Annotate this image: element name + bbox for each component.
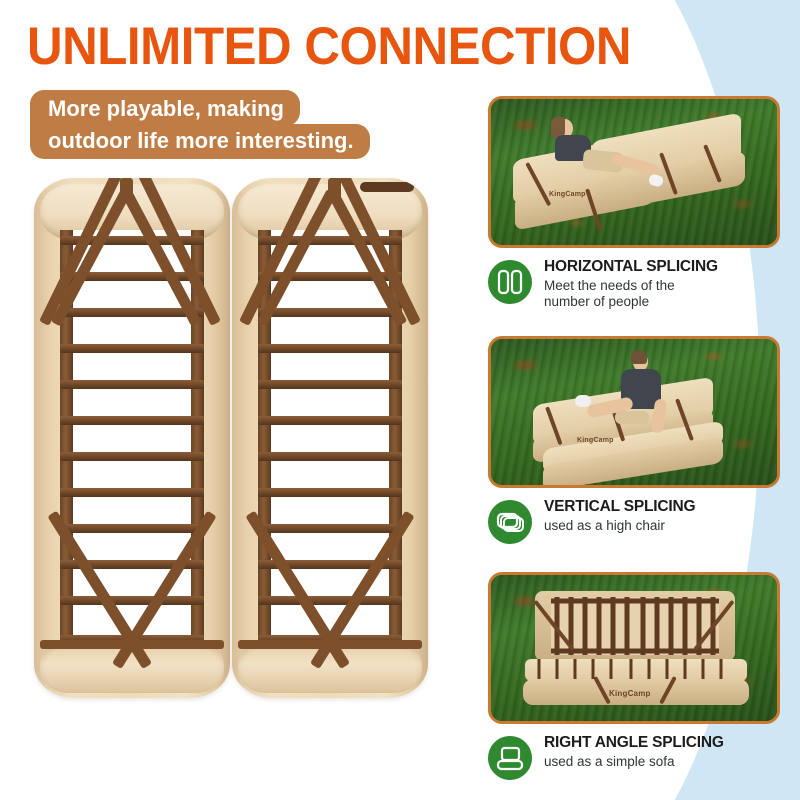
feature-photo-vertical: KingCamp: [488, 336, 780, 488]
feature-text: RIGHT ANGLE SPLICING used as a simple so…: [544, 734, 724, 770]
feature-subtitle-line-1: Meet the needs of the: [544, 277, 675, 293]
feature-photo-right-angle: KingCamp: [488, 572, 780, 724]
subtitle-line-1: More playable, making: [30, 90, 300, 126]
brand-logo: KingCamp: [549, 191, 586, 198]
person-hair: [551, 117, 565, 139]
feature-title: VERTICAL SPLICING: [544, 498, 696, 515]
bed-strap-horizontal: [40, 640, 224, 649]
bed-slat: [258, 308, 402, 317]
bed-slat: [60, 596, 204, 605]
subtitle-line-2: outdoor life more interesting.: [30, 123, 370, 160]
feature-photo-horizontal: KingCamp: [488, 96, 780, 248]
bed-slat: [60, 560, 204, 569]
main-product-image: [18, 178, 438, 738]
bed-slat: [60, 380, 204, 389]
person-shorts: [615, 411, 649, 424]
bed-slat: [60, 272, 204, 281]
bed-slat: [258, 488, 402, 497]
sofa-base: [523, 679, 749, 705]
sofa-backrest-slats: [551, 597, 719, 655]
bed-slat: [258, 596, 402, 605]
brand-logo: KingCamp: [609, 689, 651, 698]
bed-slat: [60, 488, 204, 497]
sofa-seat-rails: [531, 659, 741, 681]
feature-title: HORIZONTAL SPLICING: [544, 258, 718, 275]
feature-text: VERTICAL SPLICING used as a high chair: [544, 498, 696, 534]
feature-title: RIGHT ANGLE SPLICING: [544, 734, 724, 751]
bed-slat: [60, 308, 204, 317]
bed-slat: [258, 416, 402, 425]
product-bed-right: [232, 178, 428, 698]
two-beds-side-by-side-icon: [488, 260, 532, 304]
person-sock: [575, 395, 591, 407]
bed-strap-horizontal: [238, 640, 422, 649]
bed-carry-handle: [360, 182, 414, 192]
feature-caption: RIGHT ANGLE SPLICING used as a simple so…: [488, 734, 784, 780]
bed-slat: [258, 344, 402, 353]
brand-logo: KingCamp: [577, 437, 614, 444]
feature-subtitle-line-2: number of people: [544, 294, 650, 310]
feature-caption: VERTICAL SPLICING used as a high chair: [488, 498, 784, 544]
bed-slat: [60, 236, 204, 245]
feature-vertical-splicing: KingCamp VERTICAL SPLICING used as a hig…: [488, 336, 784, 544]
bed-slat: [60, 416, 204, 425]
feature-horizontal-splicing: KingCamp HORIZONTAL SPLICING Meet the ne…: [488, 96, 784, 311]
bed-slat: [258, 272, 402, 281]
feature-subtitle-line-1: used as a simple sofa: [544, 753, 675, 769]
subtitle-badge: More playable, making outdoor life more …: [30, 90, 430, 160]
feature-subtitle-line-1: used as a high chair: [544, 517, 665, 533]
page-title: UNLIMITED CONNECTION: [27, 17, 632, 76]
bed-slat: [258, 380, 402, 389]
feature-text: HORIZONTAL SPLICING Meet the needs of th…: [544, 258, 718, 311]
bed-slat: [258, 452, 402, 461]
bed-slat: [60, 452, 204, 461]
bed-slat: [258, 236, 402, 245]
sofa-icon: [488, 736, 532, 780]
person-hair: [631, 350, 647, 364]
features-column: KingCamp HORIZONTAL SPLICING Meet the ne…: [488, 0, 788, 800]
bed-slat: [258, 560, 402, 569]
bed-slat: [60, 344, 204, 353]
bed-slat: [60, 524, 204, 533]
feature-caption: HORIZONTAL SPLICING Meet the needs of th…: [488, 258, 784, 311]
sofa-seat-slats: [525, 659, 747, 681]
stacked-beds-icon: [488, 500, 532, 544]
feature-right-angle-splicing: KingCamp RIGHT ANGLE SPLICING used as a …: [488, 572, 784, 780]
product-bed-left: [34, 178, 230, 698]
bed-slat: [258, 524, 402, 533]
